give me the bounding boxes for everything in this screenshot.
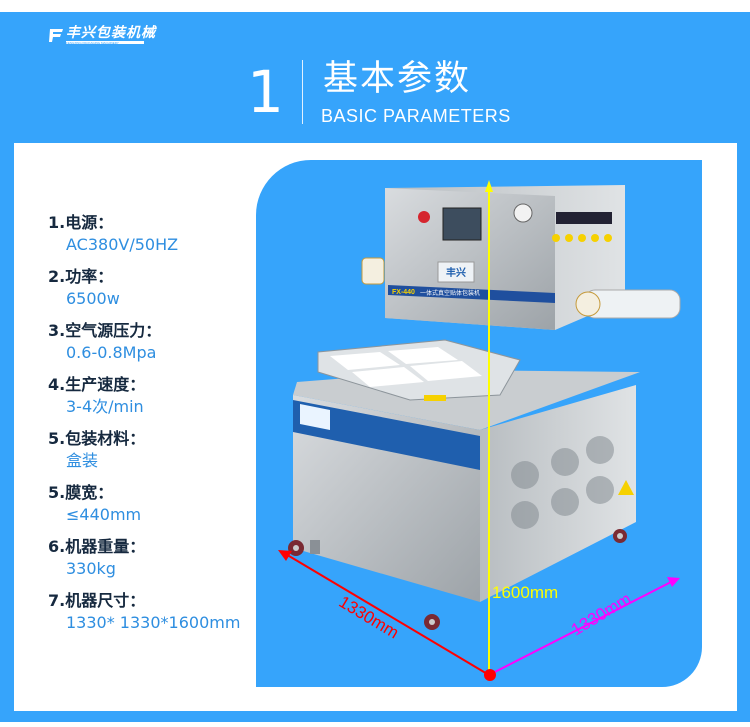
vent-holes <box>511 436 614 529</box>
machine-cabinet <box>293 370 640 602</box>
machine-model: FX-440 <box>392 289 415 296</box>
touchscreen <box>442 207 482 241</box>
spec-value: AC380V/50HZ <box>66 235 179 254</box>
spec-label: 2.功率： <box>48 267 114 286</box>
spec-label: 6.机器重量： <box>48 537 146 556</box>
spec-label: 5.包装材料： <box>48 429 146 448</box>
spec-item: 2.功率： 6500w <box>48 266 240 310</box>
spec-value: 0.6-0.8Mpa <box>66 343 157 362</box>
tray-table <box>317 339 521 401</box>
machine-head: 丰兴 FX-440 一体式真空贴体包装机 <box>361 185 681 330</box>
brand-tagline: FENGXING PACKAGING MACHINERY <box>66 41 144 45</box>
spec-item: 6.机器重量： 330kg <box>48 536 240 580</box>
width-line <box>488 580 674 676</box>
emergency-stop-icon <box>418 211 430 223</box>
title-divider <box>302 60 303 124</box>
film-roll-left <box>361 257 385 285</box>
spec-item: 3.空气源压力： 0.6-0.8Mpa <box>48 320 240 364</box>
spec-value: 6500w <box>66 289 120 308</box>
section-subtitle: BASIC PARAMETERS <box>321 106 511 126</box>
warning-sign-icon <box>618 480 634 495</box>
section-number: 1 <box>247 58 284 126</box>
height-label: 1600mm <box>492 583 558 602</box>
spec-label: 3.空气源压力： <box>48 321 162 340</box>
section-title: 基本参数 <box>323 59 472 99</box>
spec-label: 4.生产速度： <box>48 375 146 394</box>
arrow-right-icon <box>667 577 680 587</box>
width-label: 1330mm <box>568 589 634 639</box>
length-line <box>283 552 490 676</box>
arrow-up-icon <box>485 180 493 192</box>
brand-name: 丰兴包装机械 <box>66 25 156 41</box>
control-buttons <box>552 234 612 242</box>
spec-value: 盒装 <box>66 451 99 470</box>
spec-value: ≤440mm <box>66 505 142 524</box>
spec-label: 5.膜宽： <box>48 483 114 502</box>
spec-item: 1.电源： AC380V/50HZ <box>48 212 240 256</box>
spec-list: 1.电源： AC380V/50HZ 2.功率： 6500w 3.空气源压力： 0.6-… <box>48 212 240 644</box>
pressure-gauge-icon <box>513 203 533 223</box>
front-banner <box>293 400 480 470</box>
casters <box>288 529 627 630</box>
origin-dot <box>484 669 496 681</box>
spec-label: 1.电源： <box>48 213 114 232</box>
spec-item: 5.包装材料： 盒装 <box>48 428 240 472</box>
spec-value: 1330* 1330*1600mm <box>66 613 241 632</box>
brand-logo: 丰兴包装机械 FENGXING PACKAGING MACHINERY <box>48 25 156 45</box>
spec-value: 3-4次/min <box>66 397 144 416</box>
spec-label: 7.机器尺寸： <box>48 591 146 610</box>
spec-value: 330kg <box>66 559 116 578</box>
machine-banner: 一体式真空贴体包装机 <box>420 289 480 297</box>
logo-mark-icon <box>49 29 63 42</box>
spec-item: 5.膜宽： ≤440mm <box>48 482 240 526</box>
spec-item: 4.生产速度： 3-4次/min <box>48 374 240 418</box>
spec-item: 7.机器尺寸： 1330* 1330*1600mm <box>48 590 240 634</box>
machine-badge: 丰兴 <box>446 266 466 279</box>
arrow-left-icon <box>278 550 292 561</box>
